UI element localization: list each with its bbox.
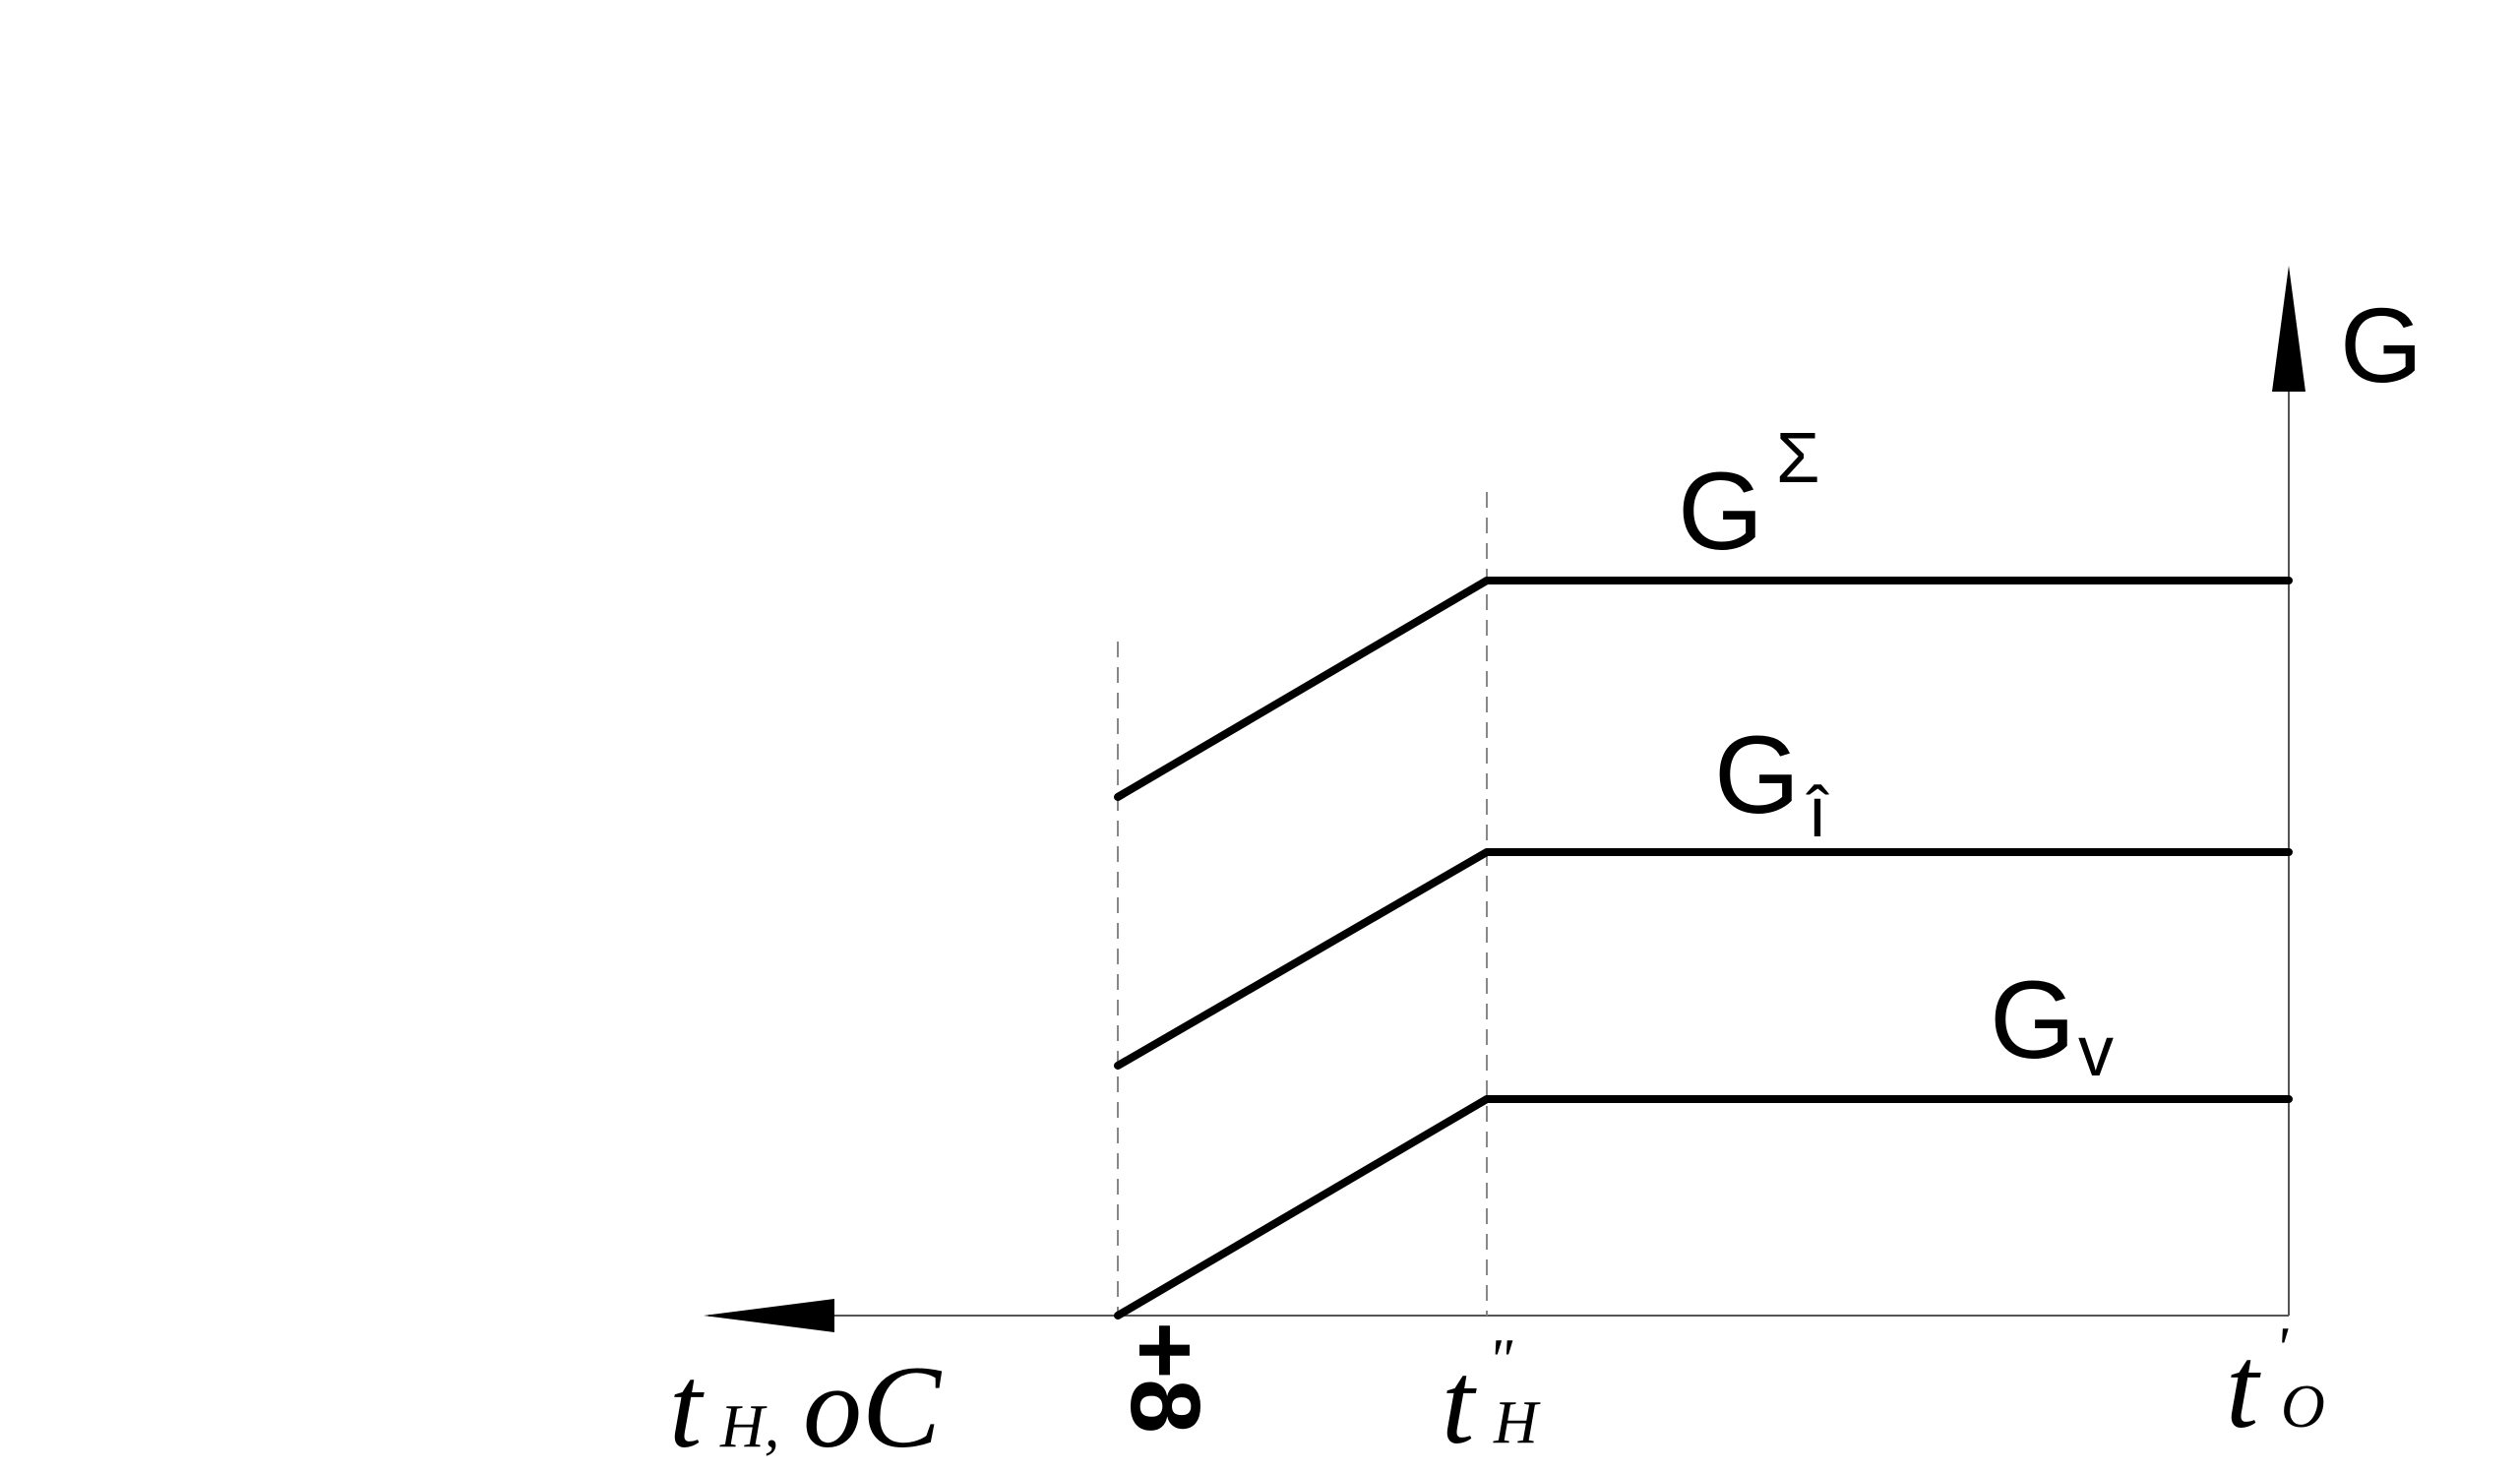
curve-label-g-sum-sup: Σ: [1776, 419, 1820, 498]
curve-g-o: [1114, 848, 2293, 1070]
tick-tH-prime: ": [1488, 1327, 1513, 1392]
curve-label-g-sum: G: [1678, 450, 1763, 573]
x-axis-label-unit: oC: [803, 1341, 943, 1472]
curve-label-g-o-sub: î: [1806, 773, 1829, 852]
curve-label-g-v-sub: v: [2078, 1013, 2114, 1091]
tick-tO-prime: ': [2275, 1316, 2289, 1381]
tick-plus8: +8: [1110, 1321, 1220, 1434]
curve-g-v: [1114, 1095, 2293, 1320]
curve-label-g-v: G: [1990, 958, 2075, 1081]
curve-g-sum: [1114, 577, 2293, 801]
tick-tO: t: [2226, 1321, 2261, 1452]
y-axis-arrow-icon: [2272, 266, 2305, 392]
y-axis-label: G: [2340, 285, 2423, 404]
tick-tH-sub: H: [1493, 1389, 1541, 1456]
x-axis-arrow-icon: [704, 1299, 834, 1332]
tick-tO-sub: O: [2281, 1374, 2325, 1441]
tick-tH: t: [1442, 1337, 1477, 1468]
curve-label-g-o: G: [1714, 713, 1800, 836]
x-axis-label-sub: H,: [719, 1393, 779, 1460]
x-axis-label: t: [669, 1341, 705, 1472]
